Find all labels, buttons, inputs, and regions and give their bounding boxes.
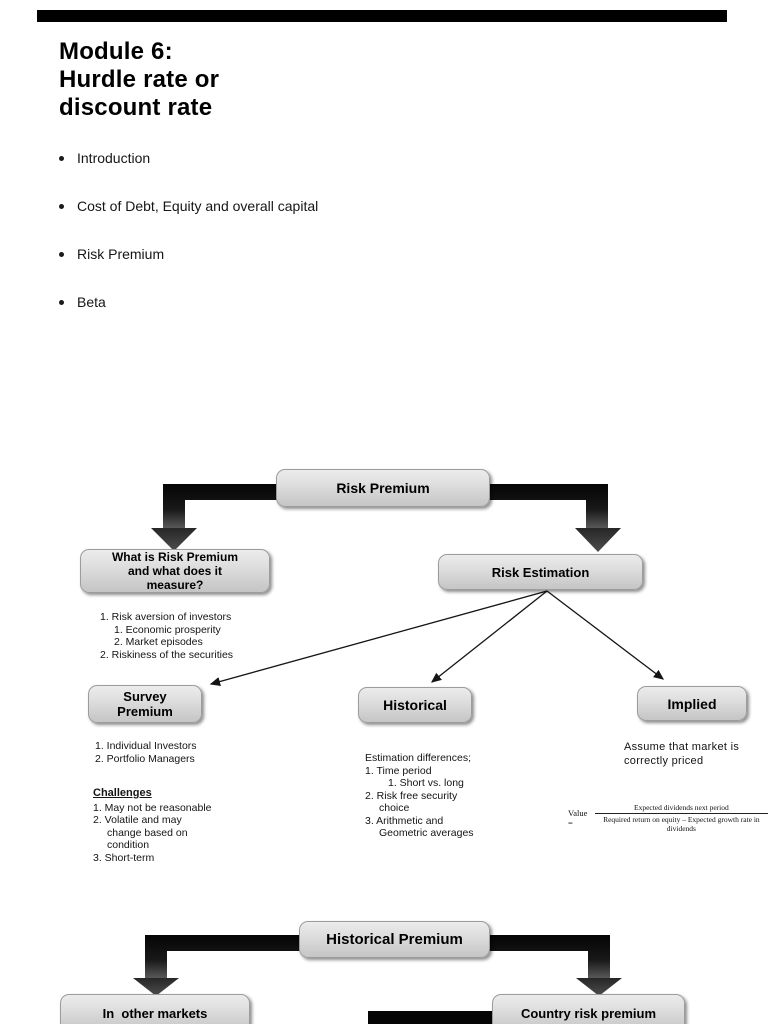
list-item: Risk Premium — [59, 246, 318, 262]
risk-estimation-box: Risk Estimation — [438, 554, 643, 590]
risk-premium-box: Risk Premium — [276, 469, 490, 507]
survey-investor-list: 1. Individual Investors 2. Portfolio Man… — [95, 740, 197, 765]
list-item: Cost of Debt, Equity and overall capital — [59, 198, 318, 214]
formula-numerator: Expected dividends next period — [633, 803, 729, 812]
bullet-icon — [59, 156, 64, 161]
list-item: Beta — [59, 294, 318, 310]
page-title: Module 6: Hurdle rate or discount rate — [59, 38, 220, 121]
thick-arrow-left-down-icon — [133, 935, 305, 996]
list-item: Introduction — [59, 150, 318, 166]
historical-premium-box: Historical Premium — [299, 921, 490, 958]
formula-denominator: Required return on equity – Expected gro… — [594, 813, 768, 833]
thick-arrow-left-down-icon — [151, 484, 283, 551]
bullet-icon — [59, 204, 64, 209]
bullet-icon — [59, 252, 64, 257]
implied-note: Assume that market is correctly priced — [624, 741, 740, 767]
bullet-icon — [59, 300, 64, 305]
implied-value-formula: Value = Expected dividends next period R… — [568, 803, 768, 833]
challenges-heading: Challenges — [93, 787, 152, 799]
survey-premium-box: Survey Premium — [88, 685, 202, 723]
thin-arrow-to-implied-icon — [546, 590, 665, 680]
survey-challenges: Challenges 1. May not be reasonable 2. V… — [93, 787, 212, 864]
country-risk-premium-box: Country risk premium — [492, 994, 685, 1024]
formula-fraction: Expected dividends next period Required … — [594, 803, 768, 833]
top-black-bar — [37, 10, 727, 22]
bottom-connector-bar — [368, 1011, 492, 1024]
in-other-markets-box: In other markets — [60, 994, 250, 1024]
formula-lhs: Value = — [568, 808, 588, 828]
thick-arrow-right-down-icon — [485, 484, 621, 552]
thick-arrow-right-down-icon — [484, 935, 622, 996]
historical-estimation-list: Estimation differences; 1. Time period 1… — [365, 752, 474, 839]
historical-box: Historical — [358, 687, 472, 723]
bullet-list: Introduction Cost of Debt, Equity and ov… — [59, 150, 318, 342]
implied-box: Implied — [637, 686, 747, 721]
risk-aversion-list: 1. Risk aversion of investors 1. Economi… — [100, 611, 234, 661]
thin-arrow-to-historical-icon — [430, 590, 548, 683]
what-is-risk-premium-box: What is Risk Premium and what does it me… — [80, 549, 270, 593]
thin-arrow-to-survey-icon — [209, 590, 548, 686]
